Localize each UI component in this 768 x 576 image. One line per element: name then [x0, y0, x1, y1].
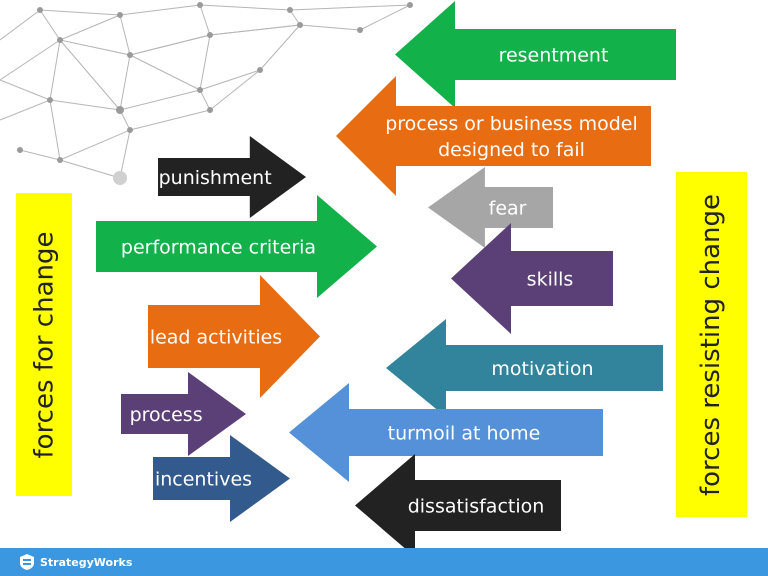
brand-name: StrategyWorks — [40, 555, 133, 569]
force-for-arrow-label-0: punishment — [159, 167, 272, 189]
force-against-arrow-label-5: turmoil at home — [388, 423, 541, 445]
force-against-arrow-4 — [386, 319, 663, 417]
force-against-arrow-label-1-line2: designed to fail — [438, 139, 585, 161]
strategyworks-logo-icon — [20, 554, 34, 570]
forces-against-arrows: resentment process or business model desig… — [289, 1, 676, 557]
force-for-arrow-2 — [148, 275, 320, 398]
force-against-arrow-label-1: process or business model — [385, 113, 638, 135]
force-for-arrow-3 — [121, 372, 246, 456]
force-for-arrow-label-3: process — [130, 404, 203, 426]
forces-resisting-change-text: forces resisting change — [696, 193, 727, 496]
forces-for-arrows: punishment performance criteria lead activ… — [96, 136, 377, 522]
force-for-arrow-0 — [158, 136, 306, 218]
force-against-arrow-label-6: dissatisfaction — [408, 496, 545, 518]
force-against-arrow-label-4: motivation — [491, 358, 593, 380]
force-against-arrow-0 — [395, 1, 676, 108]
force-against-arrow-label-0: resentment — [499, 45, 609, 67]
force-against-arrow-1 — [336, 76, 651, 196]
force-against-arrow-5 — [289, 383, 603, 482]
force-for-arrow-label-1: performance criteria — [121, 237, 316, 259]
footer-bar: StrategyWorks — [0, 548, 768, 576]
force-for-arrow-4 — [153, 435, 290, 522]
force-for-arrow-label-2: lead activities — [150, 327, 282, 349]
force-against-arrow-label-3: skills — [527, 269, 574, 291]
force-against-arrow-2 — [428, 167, 553, 248]
force-against-arrow-label-2: fear — [489, 198, 527, 220]
network-mesh-nodes — [17, 2, 413, 185]
network-mesh-decoration — [0, 4, 411, 179]
forces-for-change-text: forces for change — [29, 231, 60, 458]
force-against-arrow-6 — [355, 454, 561, 557]
force-for-arrow-label-4: incentives — [155, 469, 252, 491]
forces-for-change-label: forces for change — [16, 193, 72, 496]
forces-resisting-change-label: forces resisting change — [676, 172, 747, 517]
force-against-arrow-3 — [451, 223, 613, 334]
force-for-arrow-1 — [96, 195, 377, 298]
